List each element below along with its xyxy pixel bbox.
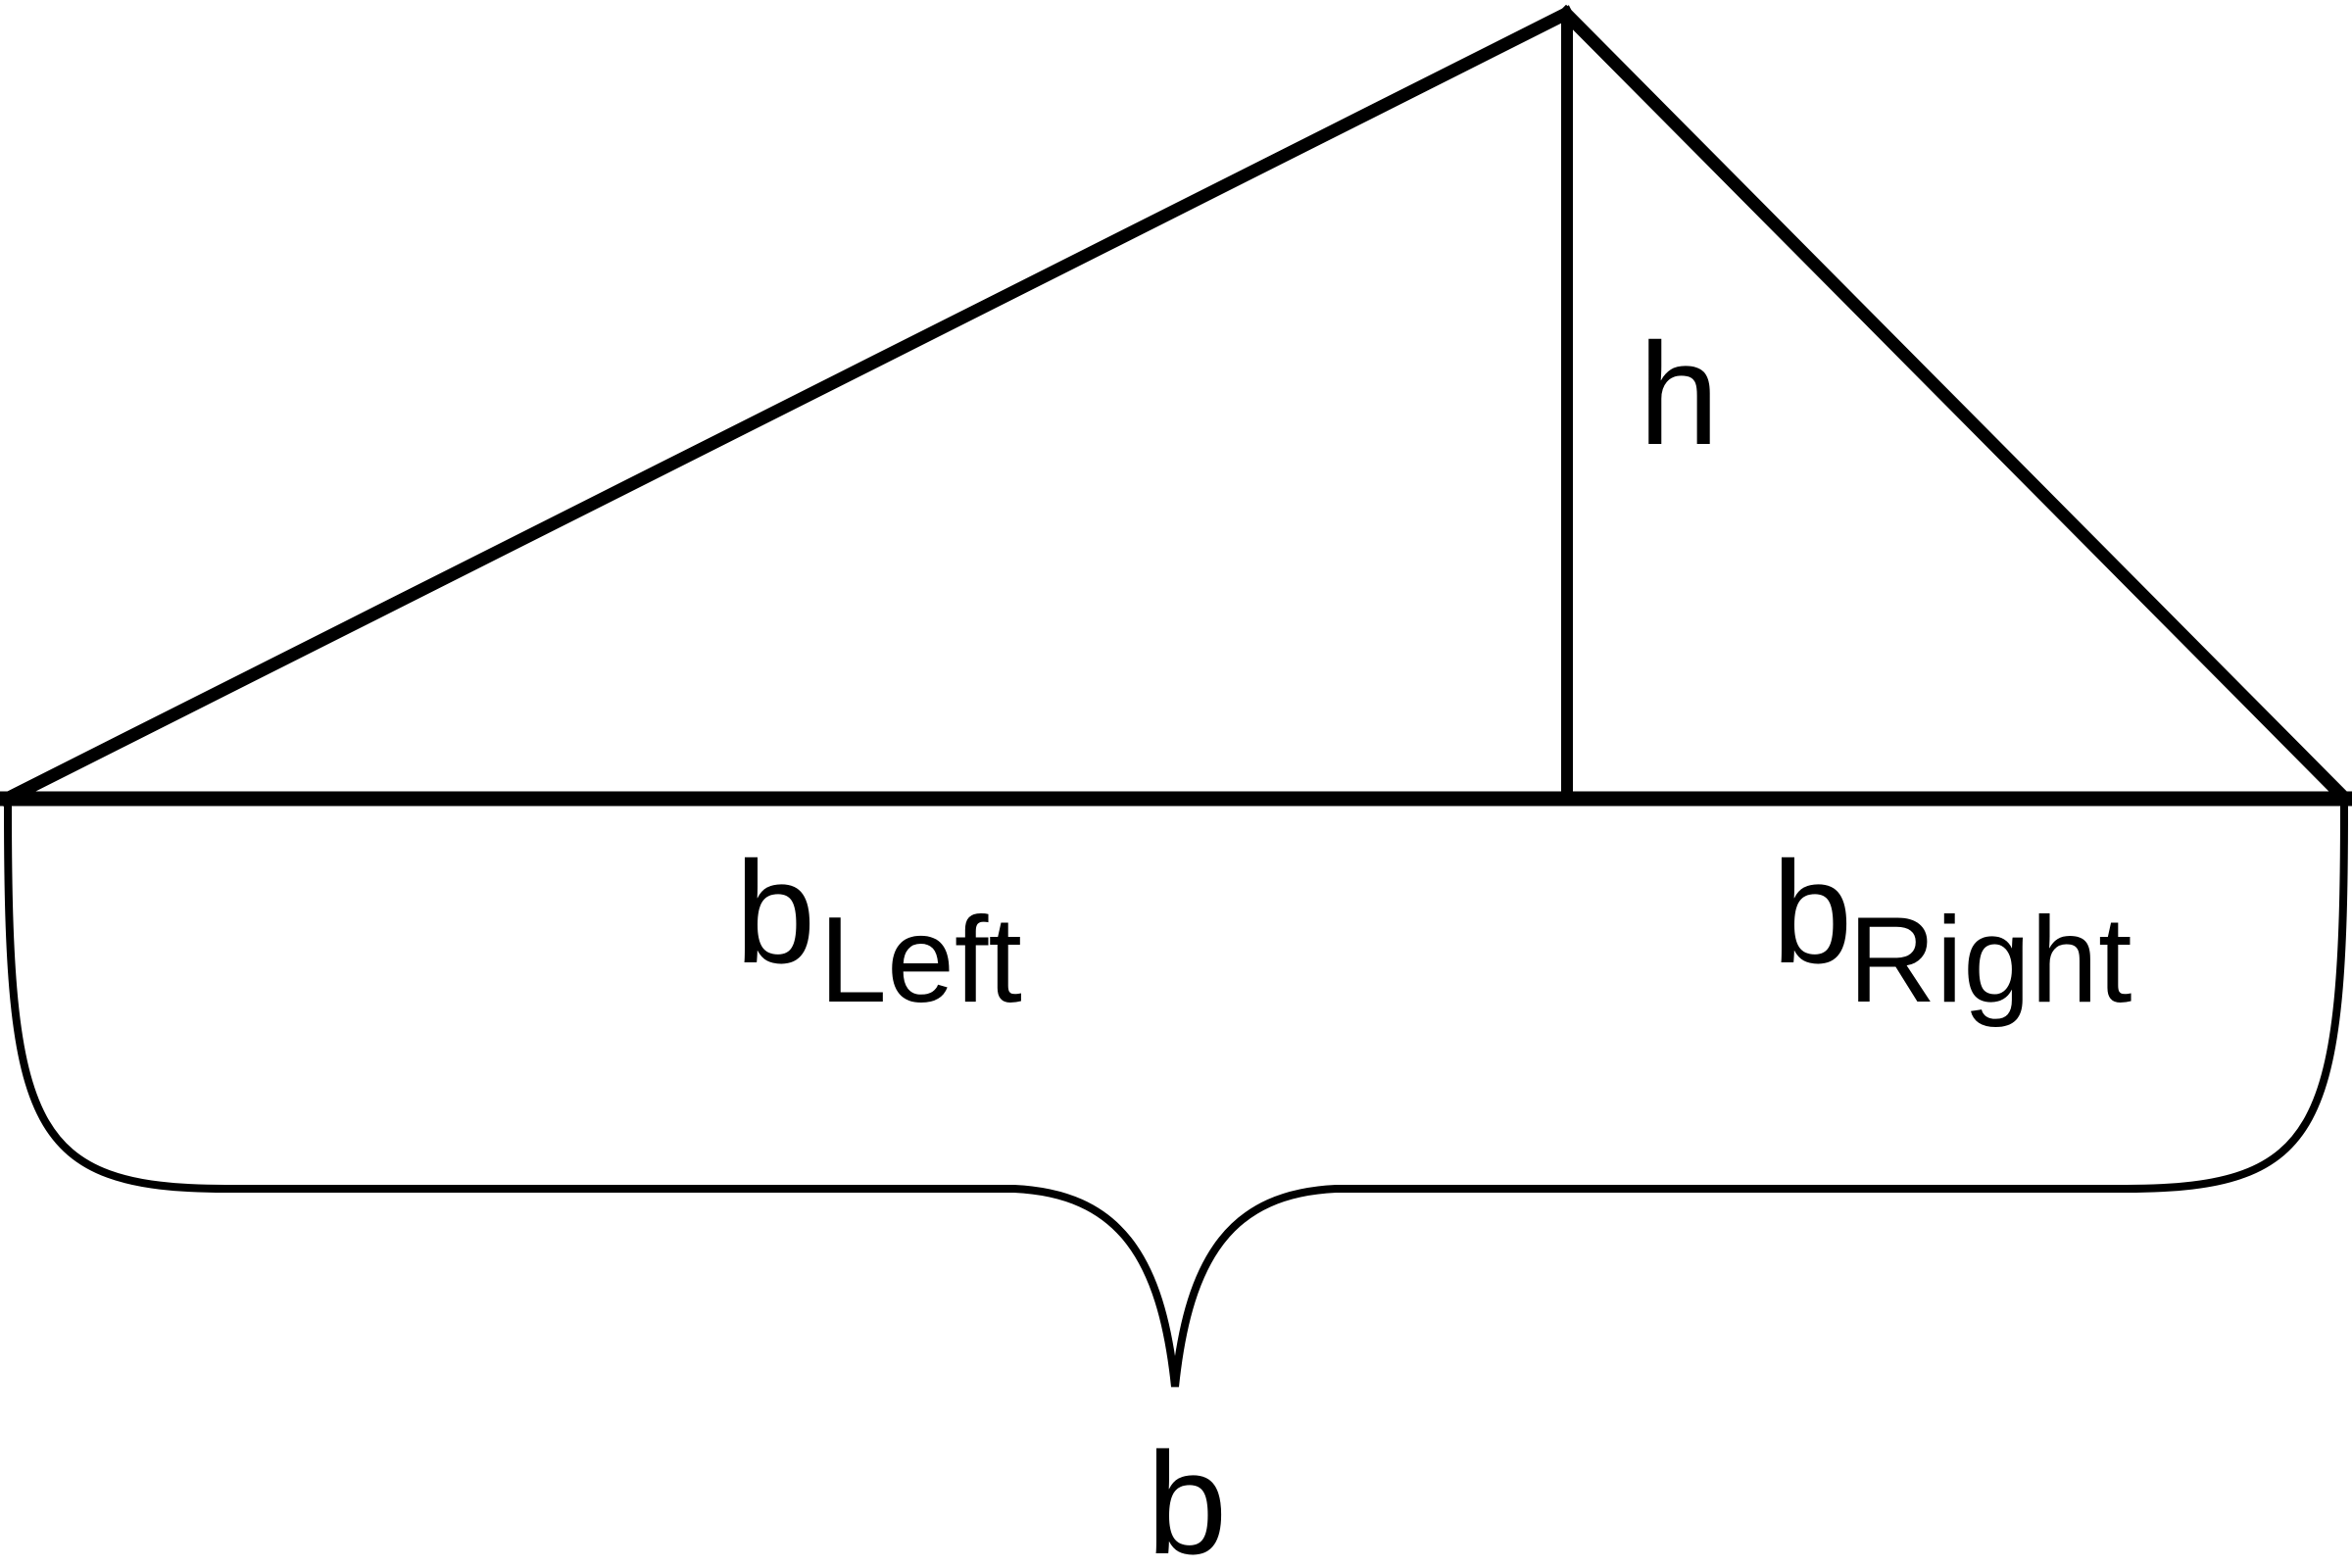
base-left-label-symbol: b: [735, 832, 815, 994]
base-total-label: b: [1147, 1423, 1227, 1568]
base-underbrace: [4, 803, 2348, 1388]
base-right-label-subscript: Right: [1848, 893, 2132, 1028]
base-right-label-symbol: b: [1772, 832, 1852, 994]
height-label: h: [1639, 314, 1719, 475]
base-left-label-subscript: Left: [819, 893, 1022, 1028]
triangle-left-side-line: [0, 5, 1575, 808]
triangle-right-side-line: [1556, 4, 2352, 808]
